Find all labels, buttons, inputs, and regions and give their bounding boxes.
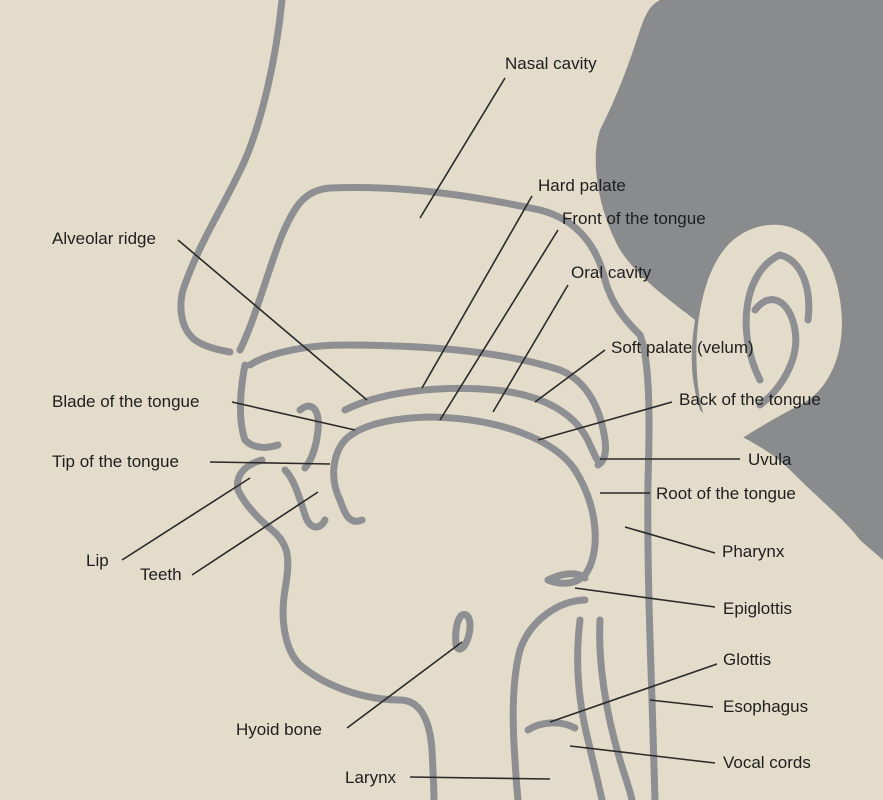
tongue-outline (334, 417, 596, 583)
leader-blade-of-tongue (232, 402, 355, 430)
label-back-of-tongue: Back of the tongue (679, 390, 821, 409)
label-lip: Lip (86, 551, 109, 570)
lower-teeth (285, 470, 325, 527)
leader-oral-cavity (493, 285, 568, 412)
label-nasal-cavity: Nasal cavity (505, 54, 597, 73)
label-front-of-tongue: Front of the tongue (562, 209, 706, 228)
label-epiglottis: Epiglottis (723, 599, 792, 618)
label-tip-of-tongue: Tip of the tongue (52, 452, 179, 471)
larynx-front (513, 600, 585, 800)
tongue-tip-inner (340, 500, 362, 521)
label-oral-cavity: Oral cavity (571, 263, 652, 282)
face-profile (181, 0, 282, 352)
leader-soft-palate (535, 350, 605, 402)
label-hard-palate: Hard palate (538, 176, 626, 195)
upper-lip (240, 365, 278, 447)
hyoid-bone-shape (456, 615, 470, 649)
esophagus-inner (600, 620, 632, 800)
label-larynx: Larynx (345, 768, 397, 787)
label-vocal-cords: Vocal cords (723, 753, 811, 772)
label-root-of-tongue: Root of the tongue (656, 484, 796, 503)
vocal-folds-shape (528, 723, 575, 730)
leader-teeth (192, 492, 318, 575)
label-teeth: Teeth (140, 565, 182, 584)
leader-lip (122, 478, 250, 560)
leader-esophagus (650, 700, 713, 707)
lower-lip (237, 460, 434, 800)
label-blade-of-tongue: Blade of the tongue (52, 392, 199, 411)
label-pharynx: Pharynx (722, 542, 785, 561)
upper-teeth (300, 406, 318, 468)
leader-hyoid-bone (347, 642, 462, 728)
label-alveolar-ridge: Alveolar ridge (52, 229, 156, 248)
label-esophagus: Esophagus (723, 697, 808, 716)
label-hyoid-bone: Hyoid bone (236, 720, 322, 739)
label-soft-palate: Soft palate (velum) (611, 338, 754, 357)
label-glottis: Glottis (723, 650, 771, 669)
leader-pharynx (625, 527, 715, 553)
label-uvula: Uvula (748, 450, 792, 469)
leader-epiglottis (575, 588, 715, 607)
